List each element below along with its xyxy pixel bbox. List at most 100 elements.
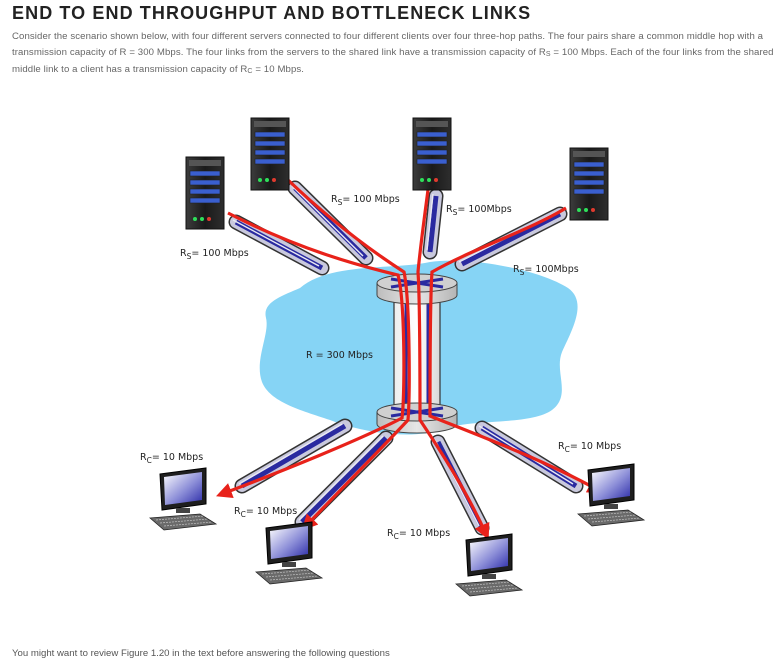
keyboard-keys [269, 575, 319, 581]
keyboard [577, 509, 646, 527]
clients [149, 463, 646, 597]
server-led [577, 208, 581, 212]
pipe-highlight [291, 185, 364, 257]
footer-note: You might want to review Figure 1.20 in … [12, 648, 390, 659]
servers [185, 117, 609, 230]
client-link-label: RC= 10 Mbps [387, 528, 450, 541]
server-led [272, 178, 276, 182]
label-sub: S [453, 208, 458, 217]
keyboard-keys [461, 581, 511, 587]
monitor-stand [604, 504, 618, 509]
client-link-label: RC= 10 Mbps [140, 452, 203, 465]
server-link-label: RS= 100 Mbps [331, 194, 400, 207]
label-value: = 10 Mbps [570, 441, 621, 452]
server-led [258, 178, 262, 182]
label-r: R [180, 248, 187, 259]
monitor-screen [164, 472, 202, 505]
keyboard-keys [163, 521, 213, 527]
server-drive-bay [189, 188, 221, 195]
monitor-screen [470, 538, 508, 571]
pipe-core [460, 211, 562, 267]
red-path [216, 211, 406, 499]
label-sub: C [241, 510, 246, 519]
server-led [200, 217, 204, 221]
client-icon [149, 467, 218, 531]
description-part-3: = 10 Mbps. [252, 64, 305, 76]
link-labels: R = 300 Mbps RS= 100 Mbps RS= 100 Mbps R… [140, 194, 621, 541]
client-link-pipe [234, 418, 353, 494]
server-drive-bay [573, 170, 605, 177]
server-led [427, 178, 431, 182]
keyboard [149, 513, 218, 531]
label-value: = 10 Mbps [246, 506, 297, 517]
label-r: R [446, 204, 453, 215]
label-r: R [513, 264, 520, 275]
server-drive-bay [189, 197, 221, 204]
server-top-bay [573, 151, 605, 157]
description-subscript-c: C [247, 68, 253, 76]
client-link-label: RC= 10 Mbps [558, 441, 621, 454]
server-drive-bay [573, 161, 605, 168]
description-part-2: = 100 Mbps. Each of the four links from … [12, 46, 774, 76]
keyboard-keys [587, 514, 637, 520]
server-top-bay [254, 121, 286, 127]
server-drive-bay [416, 158, 448, 165]
pipe-highlight [298, 435, 384, 521]
label-value: = 100Mbps [524, 264, 578, 275]
label-r: R [558, 441, 565, 452]
server-link-pipe [287, 180, 374, 266]
shared-link-tube [393, 299, 441, 413]
server-icon [412, 117, 452, 191]
red-path [286, 178, 411, 531]
server-drive-bay [254, 158, 286, 165]
description-subscript-s: S [545, 50, 551, 58]
pipe-highlight [426, 193, 434, 251]
label-sub: C [394, 532, 399, 541]
end-to-end-paths [216, 178, 604, 540]
label-sub: S [520, 268, 525, 277]
pipe-highlight [232, 219, 320, 267]
server-drive-bay [416, 131, 448, 138]
server-drive-bay [254, 131, 286, 138]
monitor-stand [282, 562, 296, 567]
server-drive-bay [416, 140, 448, 147]
server-led [420, 178, 424, 182]
server-drive-bay [189, 170, 221, 177]
keyboard-keys [261, 569, 311, 575]
label-value: = 10 Mbps [152, 452, 203, 463]
label-value: = 100Mbps [457, 204, 511, 215]
client-icon [455, 533, 524, 597]
server-top-bay [189, 160, 221, 166]
red-path [428, 206, 604, 494]
keyboard-keys [155, 515, 205, 521]
server-drive-bay [573, 179, 605, 186]
server-led [207, 217, 211, 221]
server-icon [185, 156, 225, 230]
server-led [434, 178, 438, 182]
keyboard-keys [583, 511, 633, 517]
label-value: = 10 Mbps [399, 528, 450, 539]
server-drive-bay [254, 149, 286, 156]
red-path [416, 189, 490, 540]
keyboard-keys [265, 572, 315, 578]
server-link-pipe [422, 188, 444, 260]
label-r: R [234, 506, 241, 517]
label-r: R [140, 452, 147, 463]
label-value: = 100 Mbps [191, 248, 248, 259]
scenario-description: Consider the scenario shown below, with … [12, 29, 774, 80]
client-link-pipe [294, 430, 394, 530]
server-icon [569, 147, 609, 221]
server-led [193, 217, 197, 221]
router-arrows [390, 406, 444, 418]
label-sub: C [565, 445, 570, 454]
keyboard [455, 579, 524, 597]
client-icon [577, 463, 646, 527]
server-drive-bay [189, 179, 221, 186]
label-sub: C [147, 456, 152, 465]
server-drive-bay [416, 149, 448, 156]
server-icon [250, 117, 290, 191]
monitor-stand [482, 574, 496, 579]
keyboard-keys [159, 518, 209, 524]
